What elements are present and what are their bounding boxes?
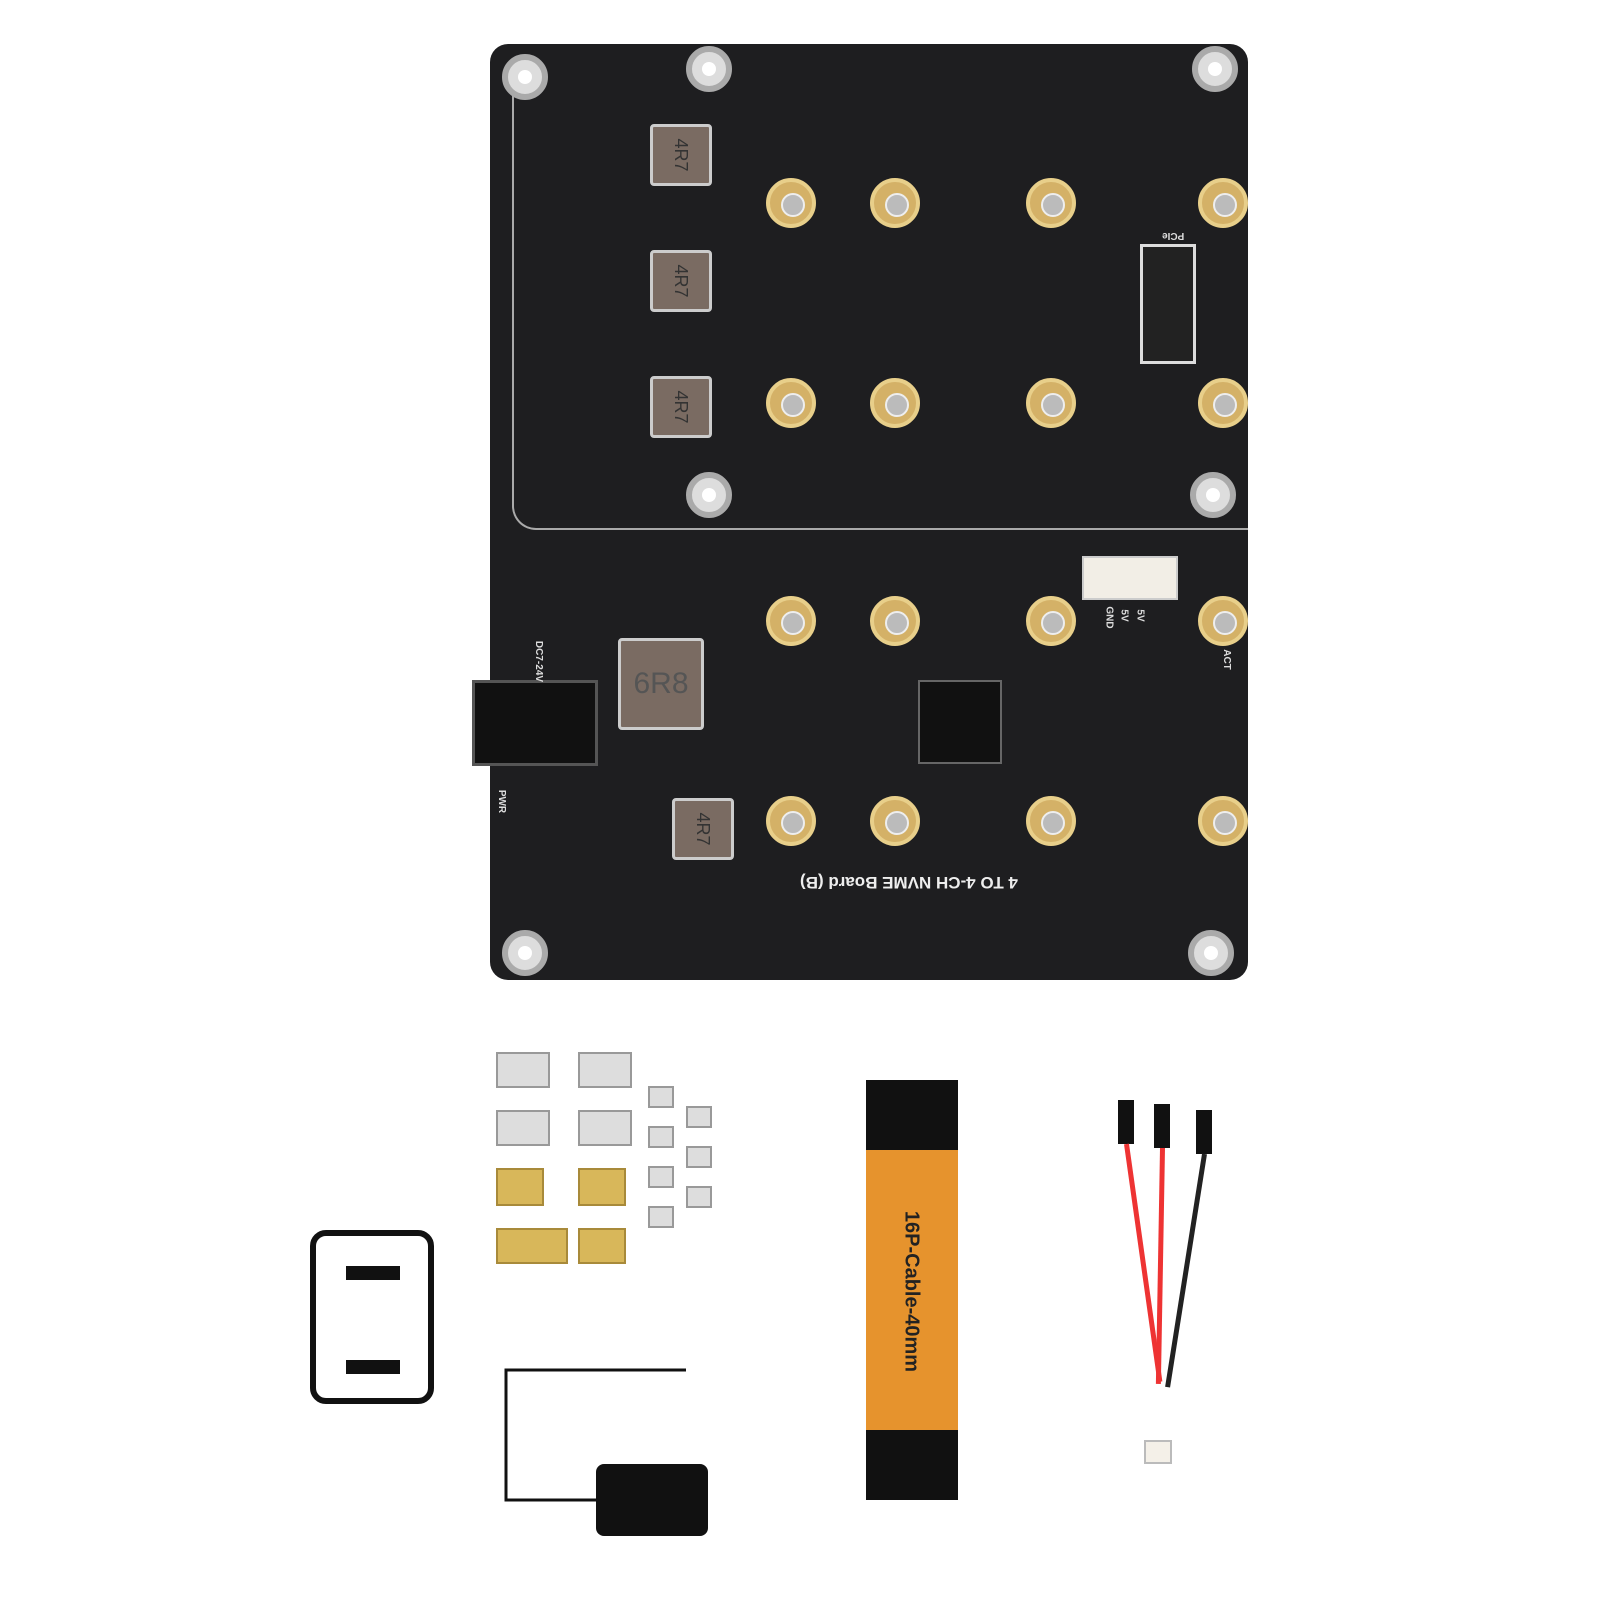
- mount-hole: [502, 54, 548, 100]
- pwr-label: PWR: [496, 789, 508, 814]
- ffc-cable: 16P-Cable-40mm: [866, 1080, 958, 1500]
- inductor: 4R7: [650, 124, 712, 186]
- pcie-switch-chip: [918, 680, 1002, 764]
- brass-standoff: [496, 1168, 544, 1206]
- m2-pad: [870, 796, 920, 846]
- fan-pin-label: GND: [1103, 606, 1115, 629]
- screw: [686, 1146, 712, 1168]
- mount-hole: [502, 930, 548, 976]
- m2-pad: [870, 596, 920, 646]
- standoff: [1190, 472, 1236, 518]
- m2-pad: [766, 378, 816, 428]
- inductor: 4R7: [672, 798, 734, 860]
- screw: [648, 1086, 674, 1108]
- brass-standoff: [578, 1168, 626, 1206]
- cable-label: 16P-Cable-40mm: [900, 1210, 923, 1373]
- screw: [496, 1052, 550, 1088]
- upper-section-outline: [512, 92, 1248, 530]
- m2-pad: [870, 378, 920, 428]
- mount-hole: [1188, 930, 1234, 976]
- standoff: [1192, 46, 1238, 92]
- m2-pad: [766, 596, 816, 646]
- pcie-fpc-connector[interactable]: [1140, 244, 1196, 364]
- board-title: 4 TO 4-CH NVME Board (B): [800, 873, 1018, 892]
- main-inductor: 6R8: [618, 638, 704, 730]
- dc-power-jack[interactable]: [472, 680, 598, 766]
- screw: [648, 1166, 674, 1188]
- m2-pad: [766, 796, 816, 846]
- screw: [686, 1186, 712, 1208]
- nvme-board: 4R7 4R7 4R7 4R7 6R8 DC7-24V PWR ACT PCIe…: [472, 44, 1248, 980]
- m2-pad: [1198, 178, 1248, 228]
- pcie-label: PCIe: [1162, 230, 1185, 241]
- power-adapter-icon: [504, 1368, 708, 1536]
- fan-wire-harness: [1110, 1100, 1230, 1500]
- m2-pad: [1026, 796, 1076, 846]
- m2-pad: [1026, 178, 1076, 228]
- m2-pad: [1198, 596, 1248, 646]
- act-label: ACT: [1220, 649, 1232, 670]
- screw: [686, 1106, 712, 1128]
- inductor: 4R7: [650, 250, 712, 312]
- screw: [578, 1052, 632, 1088]
- brass-standoff: [496, 1228, 568, 1264]
- screw: [648, 1206, 674, 1228]
- screw: [648, 1126, 674, 1148]
- m2-pad: [766, 178, 816, 228]
- m2-pad: [870, 178, 920, 228]
- m2-pad: [1026, 596, 1076, 646]
- standoff: [686, 46, 732, 92]
- screw: [496, 1110, 550, 1146]
- plug-icon: [310, 1230, 434, 1404]
- m2-pad: [1198, 796, 1248, 846]
- power-label: DC7-24V: [533, 640, 545, 683]
- fan-pin-label: 5V: [1118, 609, 1130, 622]
- inductor: 4R7: [650, 376, 712, 438]
- fan-pin-label: 5V: [1134, 609, 1146, 622]
- screw: [578, 1110, 632, 1146]
- standoff: [686, 472, 732, 518]
- m2-pad: [1026, 378, 1076, 428]
- brass-standoff: [578, 1228, 626, 1264]
- fan-header[interactable]: [1082, 556, 1178, 600]
- m2-pad: [1198, 378, 1248, 428]
